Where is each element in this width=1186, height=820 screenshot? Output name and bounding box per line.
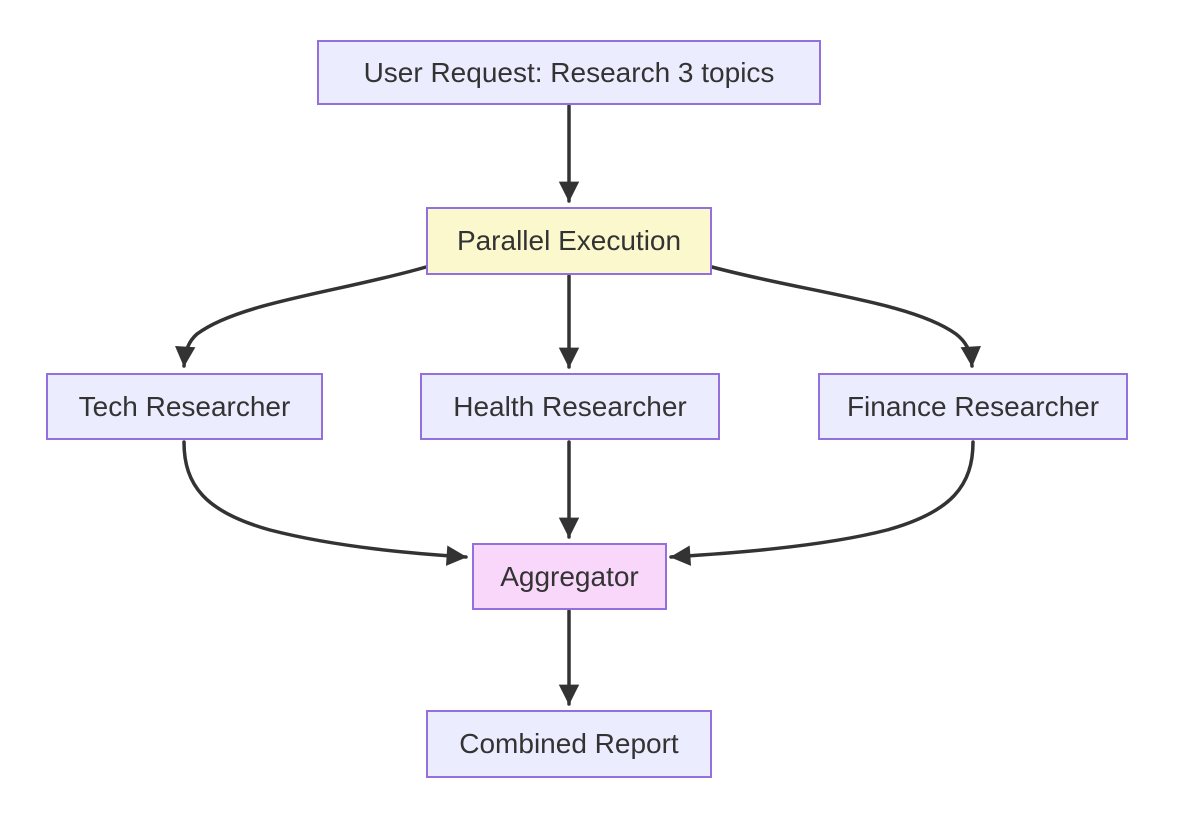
node-user-request-label: User Request: Research 3 topics bbox=[363, 56, 775, 88]
node-aggregator: Aggregator bbox=[472, 543, 667, 610]
node-finance-researcher-label: Finance Researcher bbox=[846, 390, 1100, 422]
node-tech-researcher-label: Tech Researcher bbox=[78, 390, 291, 422]
node-parallel-execution-label: Parallel Execution bbox=[456, 225, 682, 257]
edge-finance-to-aggregator bbox=[669, 440, 975, 566]
edge-parallel-to-finance bbox=[710, 265, 981, 368]
node-tech-researcher: Tech Researcher bbox=[46, 373, 323, 440]
edge-parallel-to-tech bbox=[175, 265, 428, 368]
edge-tech-to-aggregator bbox=[182, 440, 468, 566]
node-user-request: User Request: Research 3 topics bbox=[317, 40, 821, 105]
node-combined-report: Combined Report bbox=[426, 710, 712, 778]
node-parallel-execution: Parallel Execution bbox=[426, 207, 712, 275]
node-health-researcher: Health Researcher bbox=[420, 373, 720, 440]
node-health-researcher-label: Health Researcher bbox=[453, 390, 687, 422]
node-aggregator-label: Aggregator bbox=[500, 560, 639, 592]
node-combined-report-label: Combined Report bbox=[459, 728, 679, 760]
node-finance-researcher: Finance Researcher bbox=[818, 373, 1128, 440]
